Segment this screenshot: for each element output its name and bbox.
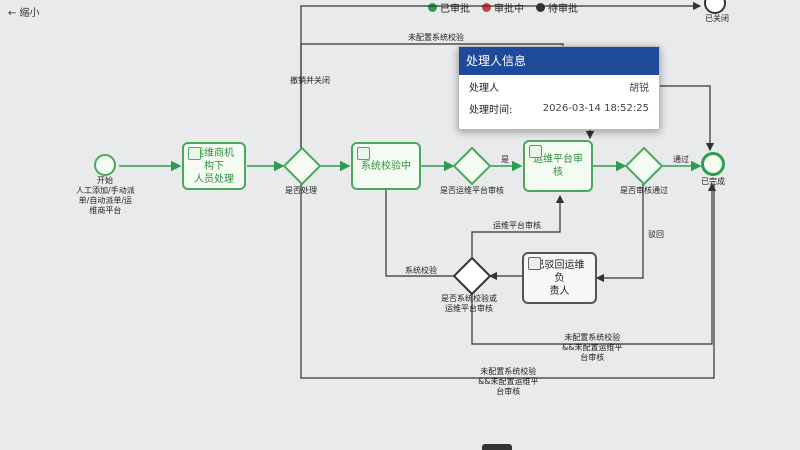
edge-yes: 是 (501, 155, 509, 164)
gateway-approved[interactable] (625, 147, 663, 185)
start-label: 开始 (97, 176, 113, 185)
edge-pass: 通过 (673, 155, 689, 164)
edge-platform-review: 运维平台审核 (493, 221, 541, 230)
gateway-approved-label: 是否审核通过 (620, 186, 668, 195)
gateway-platform-label: 是否运维平台审核 (440, 186, 504, 195)
legend-approved: 已审批 (428, 0, 470, 15)
gateway-check-or-review[interactable] (453, 257, 491, 295)
status-legend: 已审批 审批中 待审批 (428, 0, 578, 15)
closed-event[interactable] (704, 0, 726, 14)
popup-title: 处理人信息 (459, 47, 659, 75)
status-dot-icon (482, 3, 491, 12)
task-platform-review[interactable]: 运维平台审核 (523, 140, 593, 192)
popup-time-row: 处理时间: 2026-03-14 18:52:25 (459, 97, 659, 119)
edge-unconfigured-top: 未配置系统校验 (408, 33, 464, 42)
task-system-check[interactable]: 系统校验中 (351, 142, 421, 190)
start-desc: 人工添加/手动派 单/自动派单/运 维商平台 (76, 186, 135, 215)
edge-unconfigured-low: 未配置系统校验 &&未配置运维平 台审核 (478, 367, 539, 396)
end-label: 已完成 (701, 177, 725, 186)
status-dot-icon (428, 3, 437, 12)
user-icon (529, 145, 542, 158)
gateway-platform[interactable] (453, 147, 491, 185)
handler-label: 处理人 (469, 82, 499, 94)
closed-label: 已关闭 (705, 14, 729, 23)
status-dot-icon (536, 3, 545, 12)
collapse-button[interactable]: ← 缩小 (8, 8, 40, 19)
time-value: 2026-03-14 18:52:25 (542, 102, 649, 114)
gateway-process[interactable] (283, 147, 321, 185)
edge-unconfigured-mid: 未配置系统校验 &&未配置运维平 台审核 (562, 333, 623, 362)
handler-info-popup: 处理人信息 处理人 胡锐 处理时间: 2026-03-14 18:52:25 (458, 46, 660, 130)
edge-withdraw-close: 撤销并关闭 (290, 76, 330, 85)
gateway-check-or-review-label: 是否系统校验或 运维平台审核 (441, 294, 497, 313)
user-icon (528, 257, 541, 270)
handler-value: 胡锐 (629, 82, 649, 94)
edge-system-check: 系统校验 (405, 266, 437, 275)
time-label: 处理时间: (469, 104, 513, 116)
bottom-tab-handle (482, 444, 512, 450)
edge-reject: 驳回 (648, 230, 664, 239)
popup-handler-row: 处理人 胡锐 (459, 75, 659, 97)
legend-pending: 待审批 (536, 0, 578, 15)
end-event[interactable] (701, 152, 725, 176)
task-rejected-owner[interactable]: 已驳回运维负责人 (522, 252, 597, 304)
legend-in-progress: 审批中 (482, 0, 524, 15)
start-event[interactable] (94, 154, 116, 176)
gateway-process-label: 是否处理 (285, 186, 317, 195)
user-icon (188, 147, 201, 160)
user-icon (357, 147, 370, 160)
task-agency-staff[interactable]: 运维商机构下人员处理 (182, 142, 246, 190)
